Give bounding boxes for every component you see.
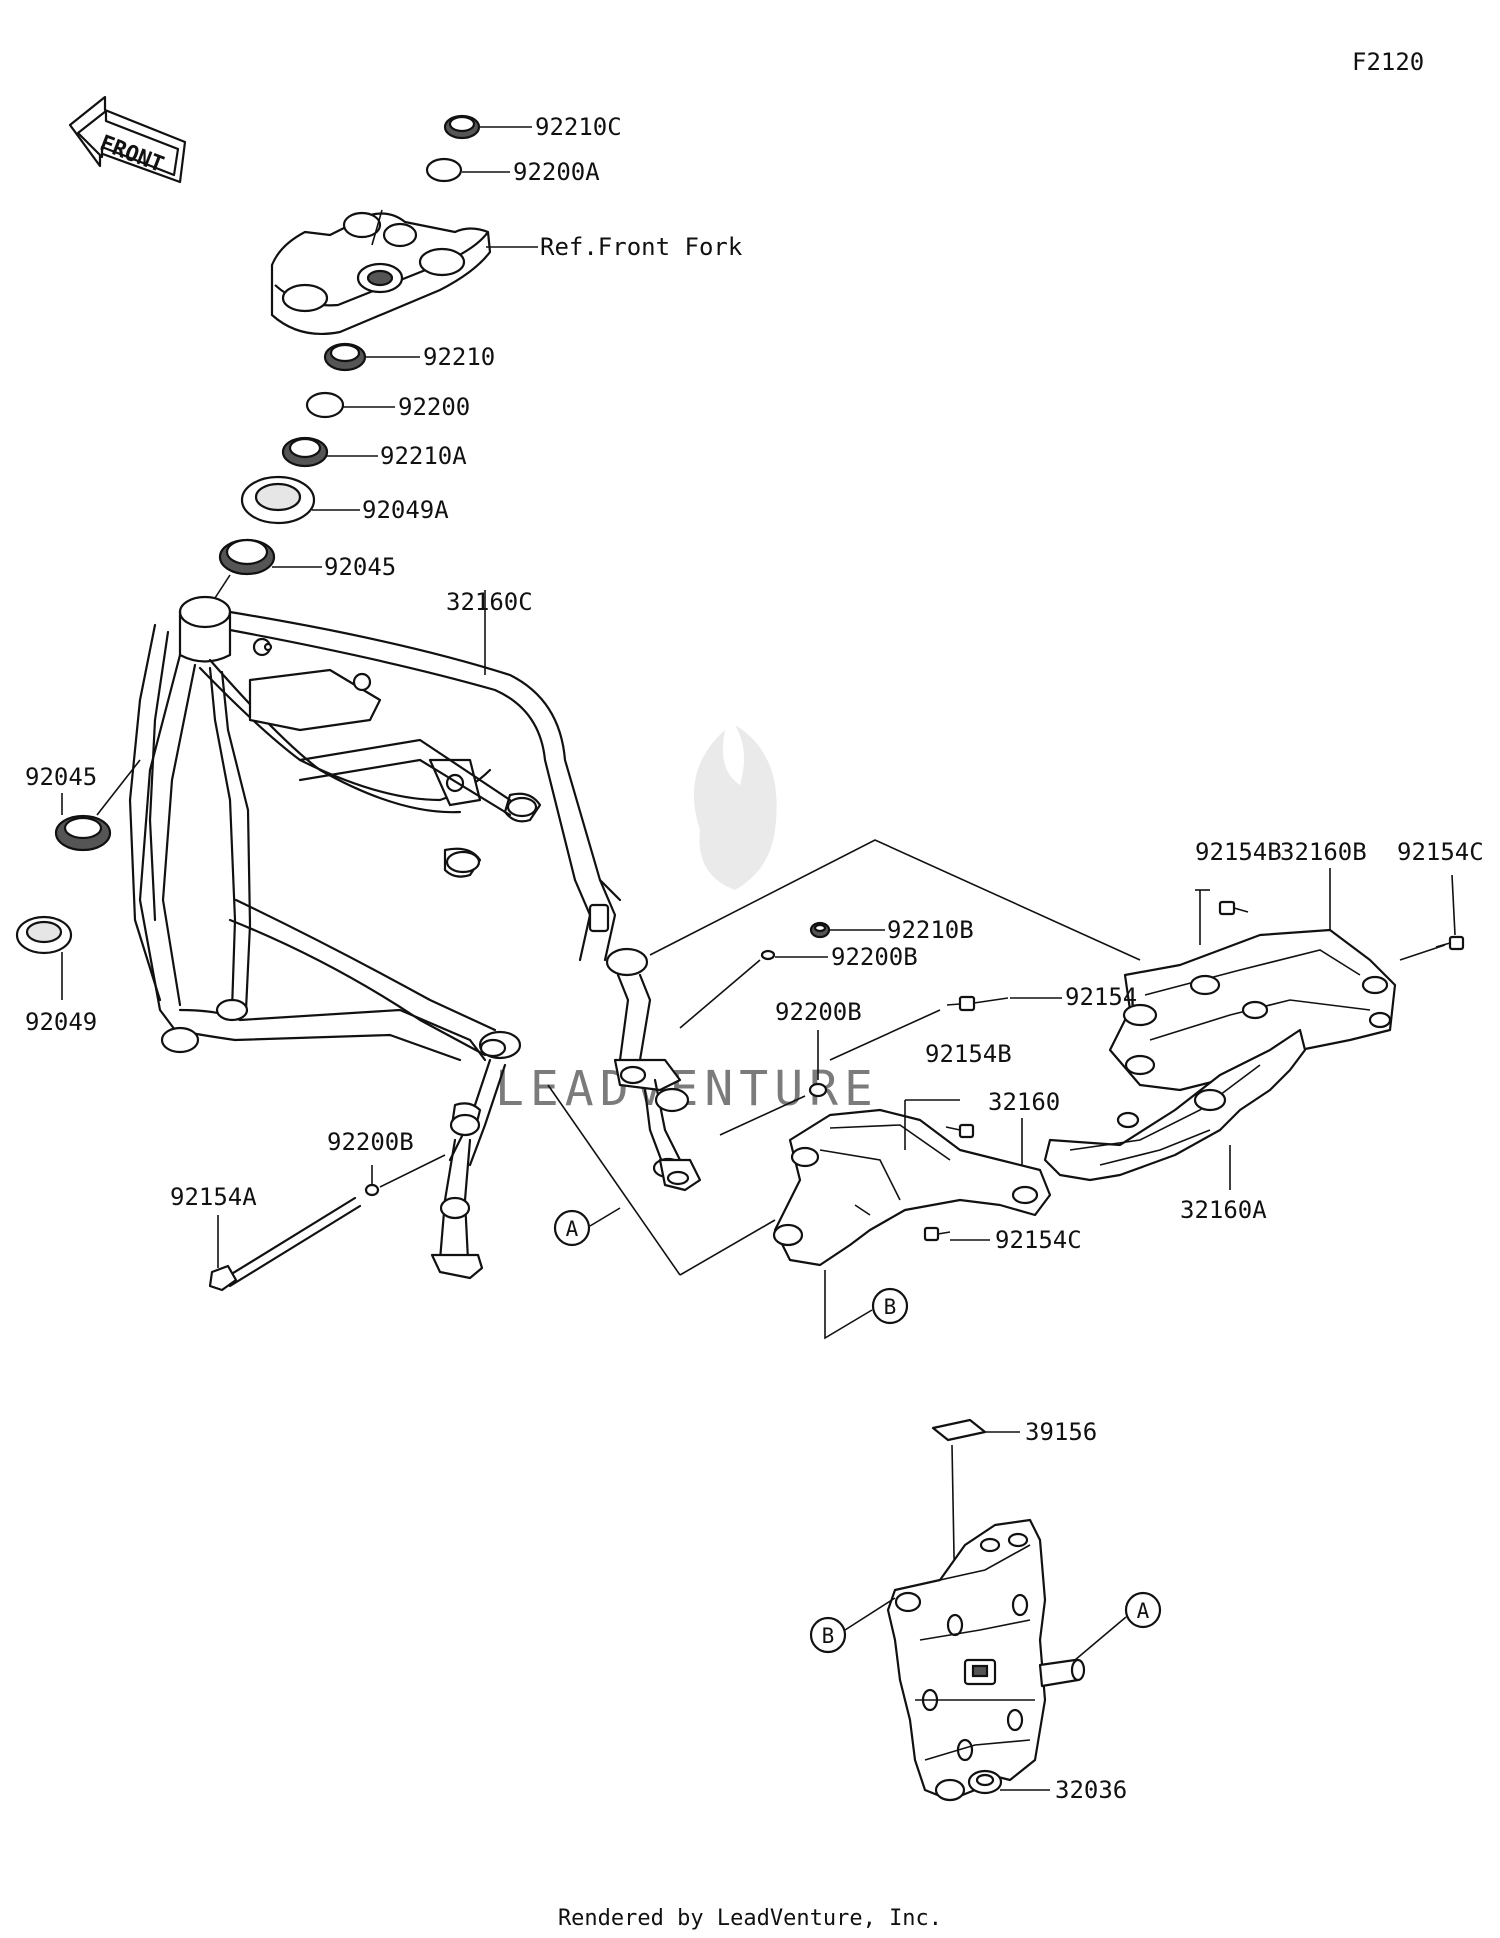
label-92210A: 92210A	[380, 442, 467, 470]
callout-b-mid-letter: B	[884, 1295, 897, 1319]
label-92154B-center: 92154B	[925, 1040, 1012, 1068]
callout-a-left-letter: A	[566, 1217, 579, 1241]
label-92045-top: 92045	[324, 553, 396, 581]
bolt-92154B-center	[945, 1123, 975, 1139]
nut-92210A	[281, 436, 329, 468]
bolt-92154B-right	[1218, 900, 1249, 916]
nut-92210B	[809, 921, 831, 939]
label-92049: 92049	[25, 1008, 97, 1036]
label-92154: 92154	[1065, 983, 1137, 1011]
label-92154A: 92154A	[170, 1183, 257, 1211]
bolt-92154C-right	[1435, 935, 1465, 951]
label-92200B-left: 92200B	[327, 1128, 414, 1156]
label-92210B: 92210B	[887, 916, 974, 944]
sticker-39156	[931, 1418, 987, 1442]
label-92210C: 92210C	[535, 113, 622, 141]
upper-triple-clamp	[270, 209, 492, 336]
callout-a-lower: A	[1124, 1591, 1162, 1629]
watermark-logo: LEADVENTURE	[495, 725, 873, 1117]
label-ref-front-fork: Ref.Front Fork	[540, 233, 743, 261]
label-92200: 92200	[398, 393, 470, 421]
engine-bracket-32036	[886, 1518, 1086, 1802]
label-92210: 92210	[423, 343, 495, 371]
washer-92200B-left	[364, 1183, 380, 1197]
bolt-92154	[946, 995, 1009, 1012]
plate-32160	[772, 1108, 1052, 1267]
bolt-92154A	[208, 1196, 362, 1292]
ring-nut-92210	[323, 342, 367, 372]
washer-92200B-mid	[760, 949, 776, 961]
washer-92200B-center	[808, 1082, 828, 1098]
bearing-92045-top	[218, 538, 276, 576]
label-92200A: 92200A	[513, 158, 600, 186]
label-32036: 32036	[1055, 1776, 1127, 1804]
label-92045-left: 92045	[25, 763, 97, 791]
washer-92200A	[425, 157, 463, 183]
label-92154B-right: 92154B	[1195, 838, 1282, 866]
callout-b-mid: B	[871, 1287, 909, 1325]
seal-92049	[15, 915, 73, 955]
bolt-92154C-lower	[923, 1226, 951, 1242]
callout-b-lower-letter: B	[822, 1624, 835, 1648]
diagram-id: F2120	[1352, 48, 1424, 76]
label-39156: 39156	[1025, 1418, 1097, 1446]
label-92200B-mid: 92200B	[831, 943, 918, 971]
callout-a-lower-letter: A	[1137, 1599, 1150, 1623]
label-32160C: 32160C	[446, 588, 533, 616]
subframe-32160B	[1108, 928, 1397, 1092]
label-92154C-right: 92154C	[1397, 838, 1484, 866]
callout-b-lower: B	[809, 1616, 847, 1654]
footer-credit: Rendered by LeadVenture, Inc.	[558, 1906, 942, 1931]
label-32160: 32160	[988, 1088, 1060, 1116]
label-92200B-center: 92200B	[775, 998, 862, 1026]
nut-92210C	[443, 114, 481, 140]
callout-a-left: A	[553, 1209, 591, 1247]
bearing-92045-left	[54, 814, 112, 852]
label-92049A: 92049A	[362, 496, 449, 524]
label-32160A: 32160A	[1180, 1196, 1267, 1224]
seal-92049A	[240, 475, 316, 525]
washer-92200	[305, 391, 345, 419]
label-32160B: 32160B	[1280, 838, 1367, 866]
front-arrow-icon: FRONT	[68, 95, 187, 184]
label-92154C-lower: 92154C	[995, 1226, 1082, 1254]
main-frame-32160C	[128, 595, 702, 1280]
bracket-32160A	[1043, 1028, 1307, 1182]
